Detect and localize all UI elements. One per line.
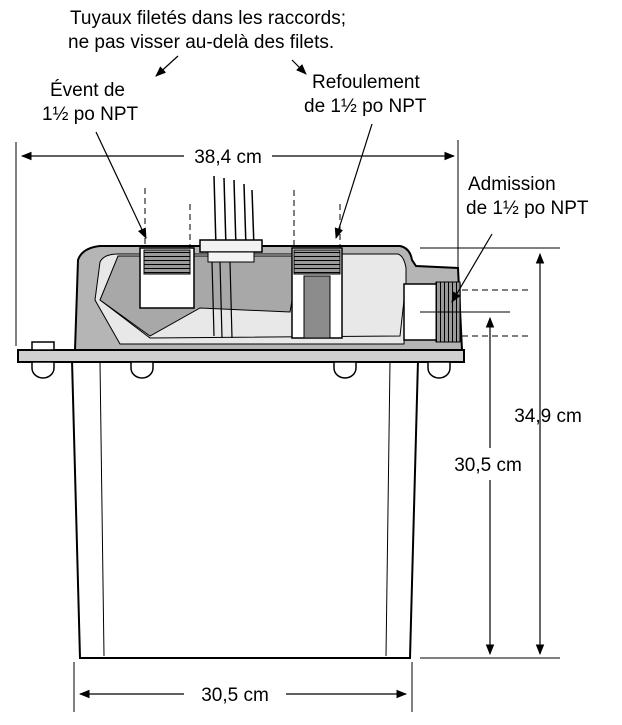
dimension-total-height: 34,9 cm <box>514 252 582 656</box>
leader-lines <box>95 55 493 303</box>
bolt <box>31 341 55 379</box>
note-line-1: Tuyaux filetés dans les raccords; <box>70 8 346 29</box>
inlet-fitting <box>403 281 530 343</box>
dimension-basin-width: 30,5 cm <box>78 685 408 706</box>
extension-lines <box>15 140 560 712</box>
cable-bundle <box>199 175 263 339</box>
vent-label-line-1: Évent de <box>50 80 125 101</box>
discharge-label-line-2: de 1½ po NPT <box>304 96 427 117</box>
vent-fitting <box>139 188 195 309</box>
inlet-label-line-2: de 1½ po NPT <box>466 198 589 219</box>
dimension-basin-height: 30,5 cm <box>454 316 522 656</box>
overall-width-label: 38,4 cm <box>194 147 262 168</box>
inlet-label-line-1: Admission <box>468 174 556 195</box>
callout-labels: Tuyaux filetés dans les raccords; ne pas… <box>42 8 589 219</box>
mounting-flange <box>17 349 465 363</box>
total-height-label: 34,9 cm <box>514 406 582 427</box>
basin-width-label: 30,5 cm <box>201 685 269 706</box>
basin-body <box>70 359 420 659</box>
discharge-fitting <box>291 190 343 339</box>
dimension-overall-width: 38,4 cm <box>20 147 456 168</box>
vent-label-line-2: 1½ po NPT <box>42 104 138 125</box>
discharge-label-line-1: Refoulement <box>312 72 420 93</box>
note-line-2: ne pas visser au-delà des filets. <box>68 32 334 53</box>
basin-height-label: 30,5 cm <box>454 455 522 476</box>
